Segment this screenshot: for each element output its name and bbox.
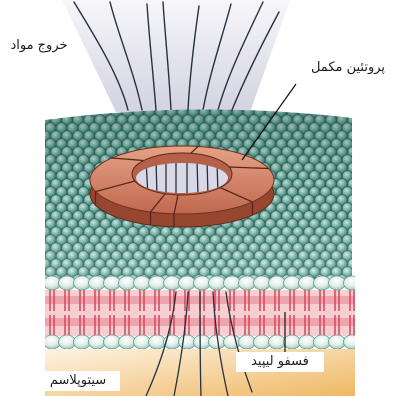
lipid-bilayer-cross-section [44, 276, 361, 349]
phospholipid-head [149, 335, 166, 349]
phospholipid-head [254, 276, 271, 290]
phospholipid-head [74, 335, 91, 349]
phospholipid-head [224, 276, 241, 290]
phospholipid-head [299, 276, 316, 290]
phospholipid-head [329, 335, 346, 349]
pore-channel-opening [136, 163, 228, 193]
phospholipid-head [299, 335, 316, 349]
phospholipid-head [59, 276, 76, 290]
phospholipid-head [194, 335, 211, 349]
phospholipid-head [44, 335, 61, 349]
phospholipid-head [344, 335, 361, 349]
phospholipid-head [104, 276, 121, 290]
phospholipid-head [329, 276, 346, 290]
phospholipid-head [254, 335, 271, 349]
efflux-label: خروج مواد [2, 38, 76, 54]
phospholipid-head [284, 335, 301, 349]
phospholipid-head [119, 335, 136, 349]
phospholipid-head [89, 276, 106, 290]
phospholipid-head [74, 276, 91, 290]
phospholipid-head [314, 276, 331, 290]
phospholipid-head [209, 276, 226, 290]
phospholipid-head [179, 276, 196, 290]
phospholipid-head [59, 335, 76, 349]
lower-head-row [44, 335, 361, 349]
phospholipid-head [239, 335, 256, 349]
complement-protein-pore [90, 146, 274, 227]
phospholipid-head [104, 335, 121, 349]
phospholipid-head [239, 276, 256, 290]
cytoplasm-label: سیتوپلاسم [36, 371, 120, 391]
phospholipid-head [149, 276, 166, 290]
phospholipid-head [269, 276, 286, 290]
phospholipid-head [179, 335, 196, 349]
phospholipid-head [89, 335, 106, 349]
phospholipid-head [44, 276, 61, 290]
upper-head-row [44, 276, 361, 290]
phospholipid-head [164, 276, 181, 290]
phospholipid-head [314, 335, 331, 349]
phospholipid-head [134, 276, 151, 290]
complement-protein-label: پروتئین مکمل [294, 60, 402, 76]
phospholipid-head [134, 335, 151, 349]
phospholipid-head [269, 335, 286, 349]
phospholipid-head [119, 276, 136, 290]
phospholipid-head [284, 276, 301, 290]
phospholipid-label: فسفو لیپید [236, 352, 324, 372]
phospholipid-head [194, 276, 211, 290]
phospholipid-head [344, 276, 361, 290]
